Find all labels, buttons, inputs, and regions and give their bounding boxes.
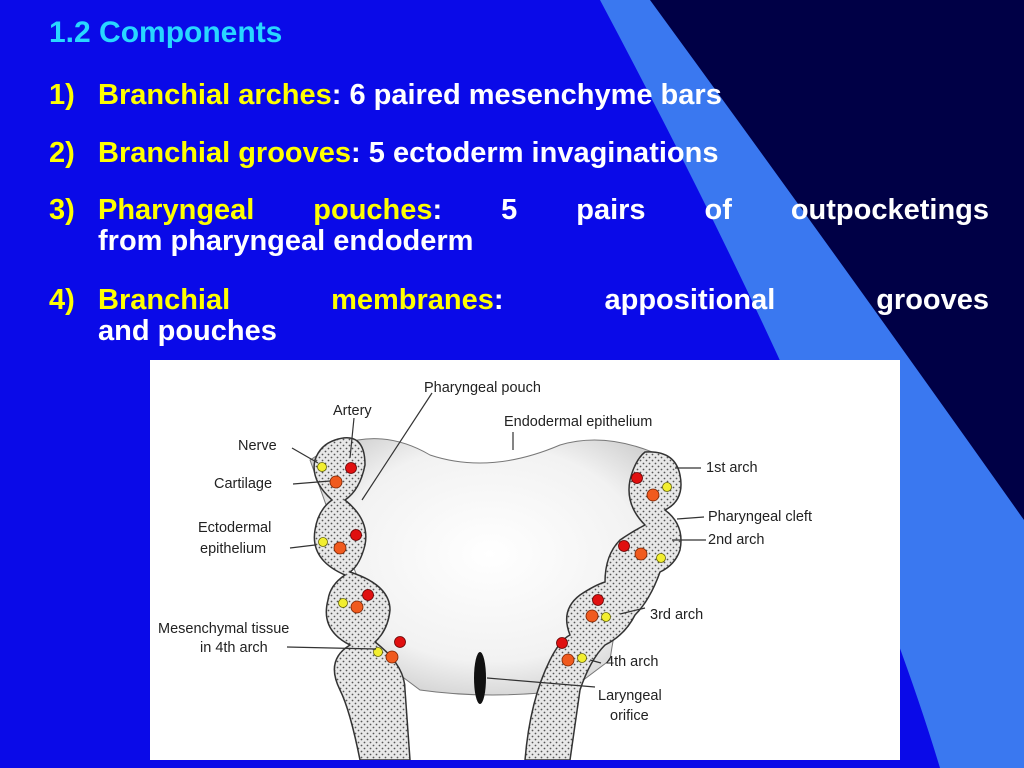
artery-dot	[631, 472, 643, 484]
list-number: 1)	[49, 79, 75, 111]
label-cartilage: Cartilage	[214, 476, 272, 492]
label-nerve: Nerve	[238, 438, 277, 454]
cartilage-dot	[350, 600, 364, 614]
cartilage-dot	[329, 475, 343, 489]
laryngeal-orifice	[474, 652, 486, 704]
label-1st-arch: 1st arch	[706, 460, 758, 476]
item-continuation: and pouches	[98, 315, 277, 347]
label-laryngeal: Laryngeal	[598, 688, 662, 704]
nerve-dot	[656, 553, 666, 563]
list-item-branchial-arches: 1) Branchial arches: 6 paired mesenchyme…	[49, 80, 989, 111]
pharyngeal-arches-diagram: Pharyngeal pouch Artery Endodermal epith…	[150, 360, 900, 760]
item-term: Pharyngeal pouches	[98, 194, 433, 226]
label-pharyngeal-pouch: Pharyngeal pouch	[424, 380, 541, 396]
list-item-branchial-membranes: 4) Branchial membranes: appositional gro…	[49, 285, 989, 347]
item-term: Branchial membranes	[98, 284, 494, 316]
artery-dot	[556, 637, 568, 649]
label-3rd-arch: 3rd arch	[650, 607, 703, 623]
list-number: 2)	[49, 137, 75, 169]
list-number: 4)	[49, 284, 75, 316]
artery-dot	[592, 594, 604, 606]
nerve-dot	[601, 612, 611, 622]
label-in-4th-arch: in 4th arch	[200, 640, 268, 656]
artery-dot	[362, 589, 374, 601]
item-description: 5 pairs of outpocketings	[442, 194, 989, 226]
item-description: 6 paired mesenchyme bars	[341, 79, 722, 111]
list-item-branchial-grooves: 2) Branchial grooves: 5 ectoderm invagin…	[49, 138, 989, 169]
nerve-dot	[318, 537, 328, 547]
right-arch-chain	[524, 451, 682, 760]
label-pharyngeal-cleft: Pharyngeal cleft	[708, 509, 812, 525]
nerve-dot	[338, 598, 348, 608]
cartilage-dot	[634, 547, 648, 561]
item-description: appositional grooves	[503, 284, 990, 316]
artery-dot	[345, 462, 357, 474]
label-endodermal-epithelium: Endodermal epithelium	[504, 414, 652, 430]
cartilage-dot	[561, 653, 575, 667]
slide-heading: 1.2 Components	[49, 16, 283, 49]
item-term: Branchial grooves	[98, 137, 352, 169]
nerve-dot	[373, 647, 383, 657]
item-description: 5 ectoderm invaginations	[360, 137, 719, 169]
leader-lines	[286, 392, 706, 688]
label-4th-arch: 4th arch	[606, 654, 658, 670]
label-artery: Artery	[333, 403, 372, 419]
artery-dot	[394, 636, 406, 648]
label-orifice: orifice	[610, 708, 649, 724]
left-arch-chain	[313, 437, 411, 760]
cartilage-dot	[585, 609, 599, 623]
background-dark-band	[650, 0, 1024, 520]
label-epithelium: epithelium	[200, 541, 266, 557]
label-ectodermal: Ectodermal	[198, 520, 271, 536]
artery-dot	[618, 540, 630, 552]
nerve-dot	[662, 482, 672, 492]
nerve-dot	[317, 462, 327, 472]
cartilage-dot	[333, 541, 347, 555]
item-continuation: from pharyngeal endoderm	[98, 225, 474, 257]
artery-dot	[350, 529, 362, 541]
item-term: Branchial arches	[98, 79, 332, 111]
cartilage-dot	[385, 650, 399, 664]
list-item-pharyngeal-pouches: 3) Pharyngeal pouches: 5 pairs of outpoc…	[49, 195, 989, 257]
item-colon: :	[493, 284, 504, 316]
nerve-dot	[577, 653, 587, 663]
list-number: 3)	[49, 194, 75, 226]
cartilage-dot	[646, 488, 660, 502]
label-2nd-arch: 2nd arch	[708, 532, 764, 548]
item-colon: :	[351, 137, 361, 169]
item-colon: :	[331, 79, 342, 111]
label-mesenchymal-tissue: Mesenchymal tissue	[158, 621, 289, 637]
item-colon: :	[432, 194, 443, 226]
